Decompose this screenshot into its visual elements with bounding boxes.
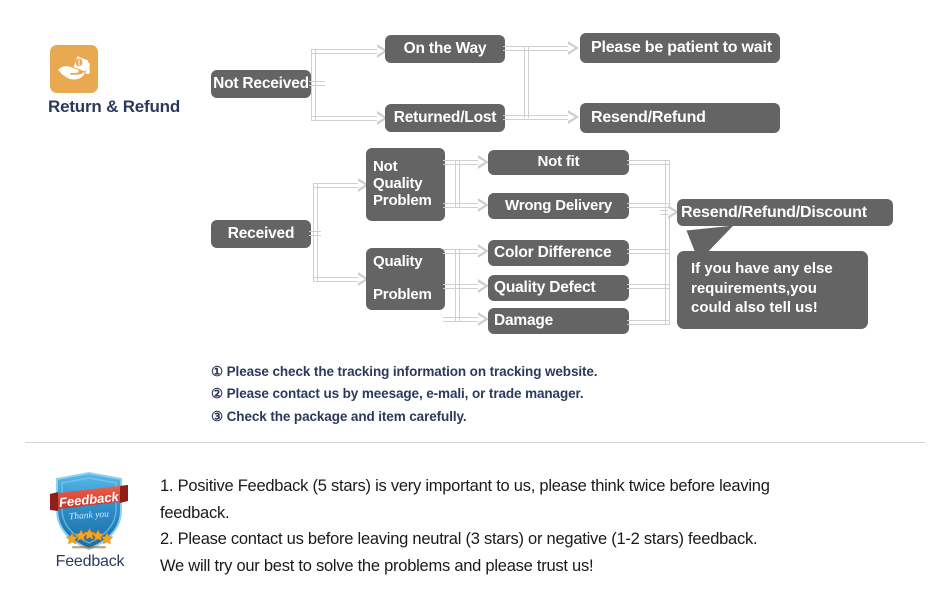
arrowhead-not-quality-problem — [358, 178, 369, 192]
connector-merge-to-result — [660, 210, 674, 215]
arrowhead-quality-defect — [478, 279, 489, 293]
connector-returned-lost-to-result — [503, 115, 575, 120]
flow-box-on-the-way[interactable]: On the Way — [385, 35, 505, 63]
connector-not-received-stub — [309, 81, 325, 86]
connector-to-not-quality — [313, 183, 361, 188]
flow-box-received[interactable]: Received — [211, 220, 311, 248]
connector-to-on-the-way — [311, 49, 379, 54]
flow-box-quality-problem[interactable]: Quality Problem — [366, 248, 445, 310]
arrowhead-damage — [478, 312, 489, 326]
feedback-shield-icon: Feedback Thank you — [50, 470, 128, 552]
connector-not-received-bus — [311, 49, 316, 121]
arrowhead-quality-problem — [358, 272, 369, 286]
connector-not-quality-fan-bus — [455, 160, 460, 207]
connector-wrong-delivery-merge — [627, 203, 669, 208]
connector-to-color-difference — [443, 249, 483, 254]
connector-to-not-fit — [443, 160, 483, 165]
arrowhead-color-difference — [478, 244, 489, 258]
money-hand-icon — [50, 45, 98, 93]
flow-box-returned-lost[interactable]: Returned/Lost — [385, 104, 505, 132]
arrowhead-to-returned-lost — [377, 111, 388, 125]
feedback-paragraphs: 1. Positive Feedback (5 stars) is very i… — [160, 477, 770, 576]
connector-color-difference-merge — [627, 249, 669, 254]
svg-text:Feedback: Feedback — [58, 489, 120, 510]
connector-group1-bus — [524, 46, 529, 118]
arrowhead-final-result — [668, 205, 679, 219]
connector-merge-bus — [665, 160, 670, 325]
page-title: Return & Refund — [48, 97, 181, 116]
callout-bubble: If you have any else requirements,you co… — [677, 251, 868, 329]
connector-received-bus — [313, 183, 318, 282]
connector-to-wrong-delivery — [443, 203, 483, 208]
arrowhead-resend-refund — [568, 110, 579, 124]
note-item-1: ① Please check the tracking information … — [211, 364, 598, 379]
flow-box-resend-refund[interactable]: Resend/Refund — [580, 103, 780, 133]
flow-box-not-received[interactable]: Not Received — [211, 70, 311, 98]
arrowhead-to-on-the-way — [377, 44, 388, 58]
arrowhead-not-fit — [478, 155, 489, 169]
svg-text:Thank you: Thank you — [69, 510, 110, 523]
connector-on-the-way-to-result — [503, 46, 575, 51]
notes-list: ① Please check the tracking information … — [211, 361, 598, 428]
flow-box-resend-refund-discount[interactable]: Resend/Refund/Discount — [677, 199, 893, 226]
flow-box-not-quality-problem[interactable]: Not Quality Problem — [366, 148, 445, 221]
flow-box-damage[interactable]: Damage — [488, 308, 629, 334]
connector-damage-merge — [627, 320, 669, 325]
flow-box-wrong-delivery[interactable]: Wrong Delivery — [488, 193, 629, 219]
arrowhead-wrong-delivery — [478, 198, 489, 212]
flow-box-color-difference[interactable]: Color Difference — [488, 240, 629, 266]
note-item-2: ② Please contact us by meesage, e-mali, … — [211, 386, 584, 402]
section-divider — [25, 442, 925, 443]
connector-quality-defect-merge — [627, 284, 669, 289]
connector-to-quality-defect — [443, 284, 483, 289]
flow-box-not-fit[interactable]: Not fit — [488, 150, 629, 175]
feedback-label: Feedback — [55, 553, 125, 570]
connector-to-damage — [443, 317, 483, 322]
connector-received-stub — [309, 231, 321, 236]
note-item-3: ③ Check the package and item carefully. — [211, 408, 467, 424]
flow-box-quality-defect[interactable]: Quality Defect — [488, 275, 629, 301]
connector-quality-fan-bus — [455, 249, 460, 322]
connector-to-quality — [313, 277, 361, 282]
connector-to-returned-lost — [311, 116, 379, 121]
arrowhead-please-be-patient — [568, 41, 579, 55]
connector-not-fit-merge — [627, 160, 669, 165]
flow-box-please-be-patient[interactable]: Please be patient to wait — [580, 33, 780, 63]
